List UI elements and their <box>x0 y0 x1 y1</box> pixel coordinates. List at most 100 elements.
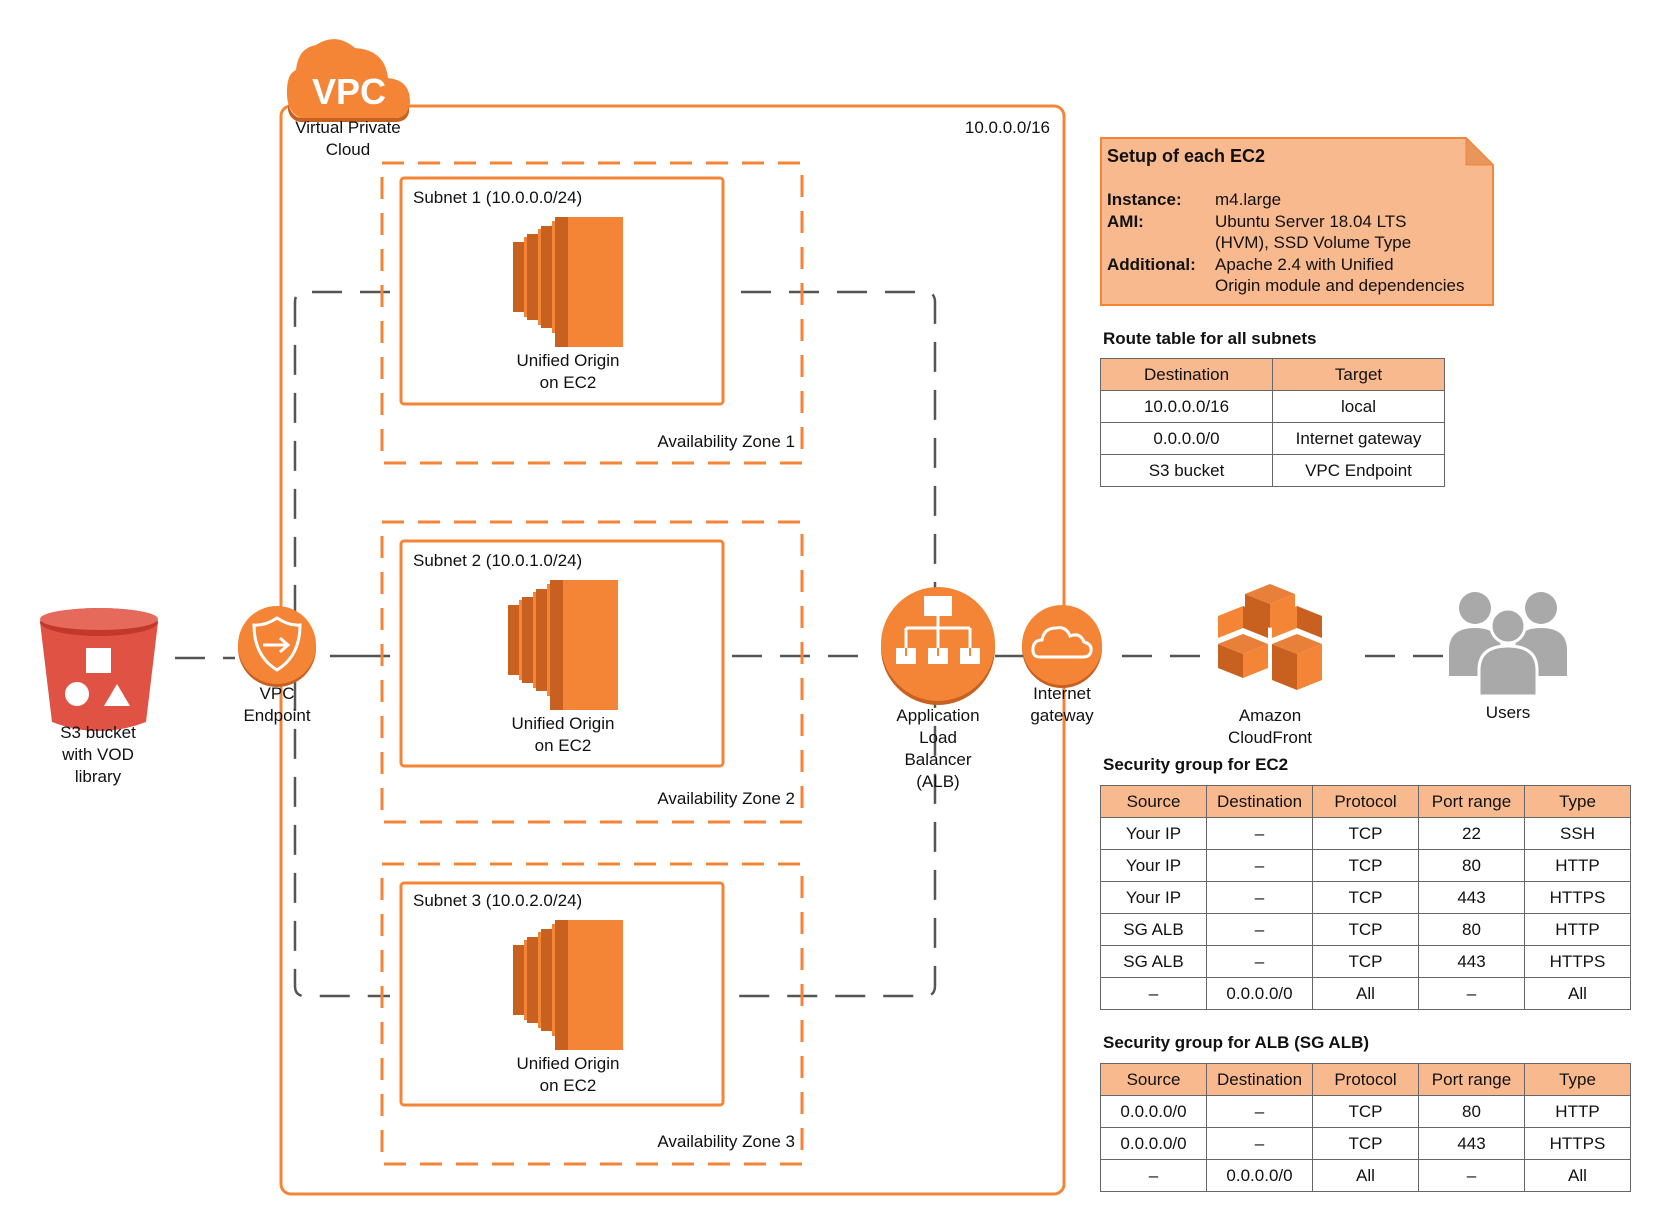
sg-ec2-cell: TCP <box>1312 881 1419 914</box>
route-table-header-cell: Destination <box>1100 358 1273 391</box>
igw-label-line2: gateway <box>1030 706 1094 725</box>
ec2-1-label-line1: Unified Origin <box>517 351 620 370</box>
sg-alb-cell: – <box>1206 1095 1313 1128</box>
sg-ec2-cell: HTTPS <box>1524 881 1631 914</box>
sg-ec2-cell: All <box>1524 977 1631 1010</box>
s3-label-line2: with VOD <box>61 745 134 764</box>
ec2-setup-key <box>1107 275 1215 297</box>
sg-alb-cell: 80 <box>1418 1095 1525 1128</box>
sg-alb-cell: TCP <box>1312 1127 1419 1160</box>
sg-ec2-header-cell: Destination <box>1206 785 1313 818</box>
sg-ec2-cell: – <box>1206 849 1313 882</box>
sg-ec2-cell: Your IP <box>1100 817 1207 850</box>
alb-label-line4: (ALB) <box>916 772 959 791</box>
vpc-name-line1: Virtual Private <box>295 118 401 137</box>
sg-alb-header-cell: Source <box>1100 1063 1207 1096</box>
sg-ec2-cell: Your IP <box>1100 849 1207 882</box>
sg-ec2-cell: SG ALB <box>1100 945 1207 978</box>
sg-ec2-cell: 80 <box>1418 913 1525 946</box>
vpc-name-line2: Cloud <box>326 140 370 159</box>
sg-alb-cell: 0.0.0.0/0 <box>1100 1127 1207 1160</box>
route-table-cell: S3 bucket <box>1100 454 1273 487</box>
sg-ec2-cell: 80 <box>1418 849 1525 882</box>
alb-label-line3: Balancer <box>904 750 971 769</box>
sg-ec2-cell: – <box>1100 977 1207 1010</box>
sg-ec2-cell: SSH <box>1524 817 1631 850</box>
sg-ec2-cell: 0.0.0.0/0 <box>1206 977 1313 1010</box>
subnet-3-label: Subnet 3 (10.0.2.0/24) <box>413 891 582 910</box>
sg-ec2-cell: All <box>1312 977 1419 1010</box>
ec2-setup-row: Instance: m4.large <box>1107 189 1487 211</box>
s3-label-line1: S3 bucket <box>60 723 136 742</box>
ec2-setup-value: m4.large <box>1215 190 1282 209</box>
sg-alb-header-cell: Port range <box>1418 1063 1525 1096</box>
ec2-setup-row: (HVM), SSD Volume Type <box>1107 232 1487 254</box>
ec2-2-label-line2: on EC2 <box>535 736 592 755</box>
sg-ec2-cell: TCP <box>1312 817 1419 850</box>
sg-ec2-cell: – <box>1206 913 1313 946</box>
sg-ec2-cell: – <box>1206 881 1313 914</box>
cloudfront-label-line1: Amazon <box>1239 706 1301 725</box>
sg-ec2-cell: Your IP <box>1100 881 1207 914</box>
sg-ec2-header-cell: Protocol <box>1312 785 1419 818</box>
alb-label-line1: Application <box>896 706 979 725</box>
sg-ec2-title: Security group for EC2 <box>1103 755 1289 774</box>
cloudfront-icon <box>1218 584 1322 690</box>
s3-bucket-icon <box>40 608 158 731</box>
sg-alb-cell: – <box>1100 1159 1207 1192</box>
ec2-setup-value: Origin module and dependencies <box>1215 276 1465 295</box>
route-table-cell: VPC Endpoint <box>1272 454 1445 487</box>
sg-alb-cell: HTTP <box>1524 1095 1631 1128</box>
alb-label-line2: Load <box>919 728 957 747</box>
vpc-endpoint-label-line2: Endpoint <box>243 706 310 725</box>
sg-ec2-header-cell: Port range <box>1418 785 1525 818</box>
sg-alb-cell: – <box>1418 1159 1525 1192</box>
sg-ec2-cell: HTTPS <box>1524 945 1631 978</box>
route-table-cell: local <box>1272 390 1445 423</box>
ec2-setup-value: Ubuntu Server 18.04 LTS <box>1215 211 1407 231</box>
sg-ec2-header-cell: Source <box>1100 785 1207 818</box>
subnet-2-label: Subnet 2 (10.0.1.0/24) <box>413 551 582 570</box>
vpc-endpoint-icon <box>238 606 316 687</box>
sg-ec2-cell: – <box>1206 817 1313 850</box>
users-label: Users <box>1486 703 1530 722</box>
sg-alb-cell: All <box>1312 1159 1419 1192</box>
ec2-setup-row: AMI: Ubuntu Server 18.04 LTS <box>1107 211 1487 233</box>
sg-ec2-cell: TCP <box>1312 945 1419 978</box>
sg-ec2-cell: – <box>1418 977 1525 1010</box>
s3-label-line3: library <box>75 767 122 786</box>
sg-ec2-cell: – <box>1206 945 1313 978</box>
sg-ec2-cell: TCP <box>1312 913 1419 946</box>
sg-ec2-cell: 443 <box>1418 881 1525 914</box>
ec2-setup-key: Instance: <box>1107 190 1182 209</box>
ec2-setup-title: Setup of each EC2 <box>1107 146 1266 166</box>
users-icon <box>1449 592 1567 698</box>
az-3-label: Availability Zone 3 <box>657 1132 795 1151</box>
sg-ec2-cell: HTTP <box>1524 913 1631 946</box>
sg-alb-cell: 0.0.0.0/0 <box>1100 1095 1207 1128</box>
vpc-endpoint-label-line1: VPC <box>260 684 295 703</box>
route-table-cell: 0.0.0.0/0 <box>1100 422 1273 455</box>
igw-label-line1: Internet <box>1033 684 1091 703</box>
route-table-header-cell: Target <box>1272 358 1445 391</box>
ec2-setup-key: AMI: <box>1107 211 1144 231</box>
sg-alb-cell: HTTPS <box>1524 1127 1631 1160</box>
ec2-3-label-line2: on EC2 <box>540 1076 597 1095</box>
sg-ec2-cell: TCP <box>1312 849 1419 882</box>
subnet-1-label: Subnet 1 (10.0.0.0/24) <box>413 188 582 207</box>
sg-alb-title: Security group for ALB (SG ALB) <box>1103 1033 1370 1052</box>
cloudfront-label-line2: CloudFront <box>1228 728 1312 747</box>
